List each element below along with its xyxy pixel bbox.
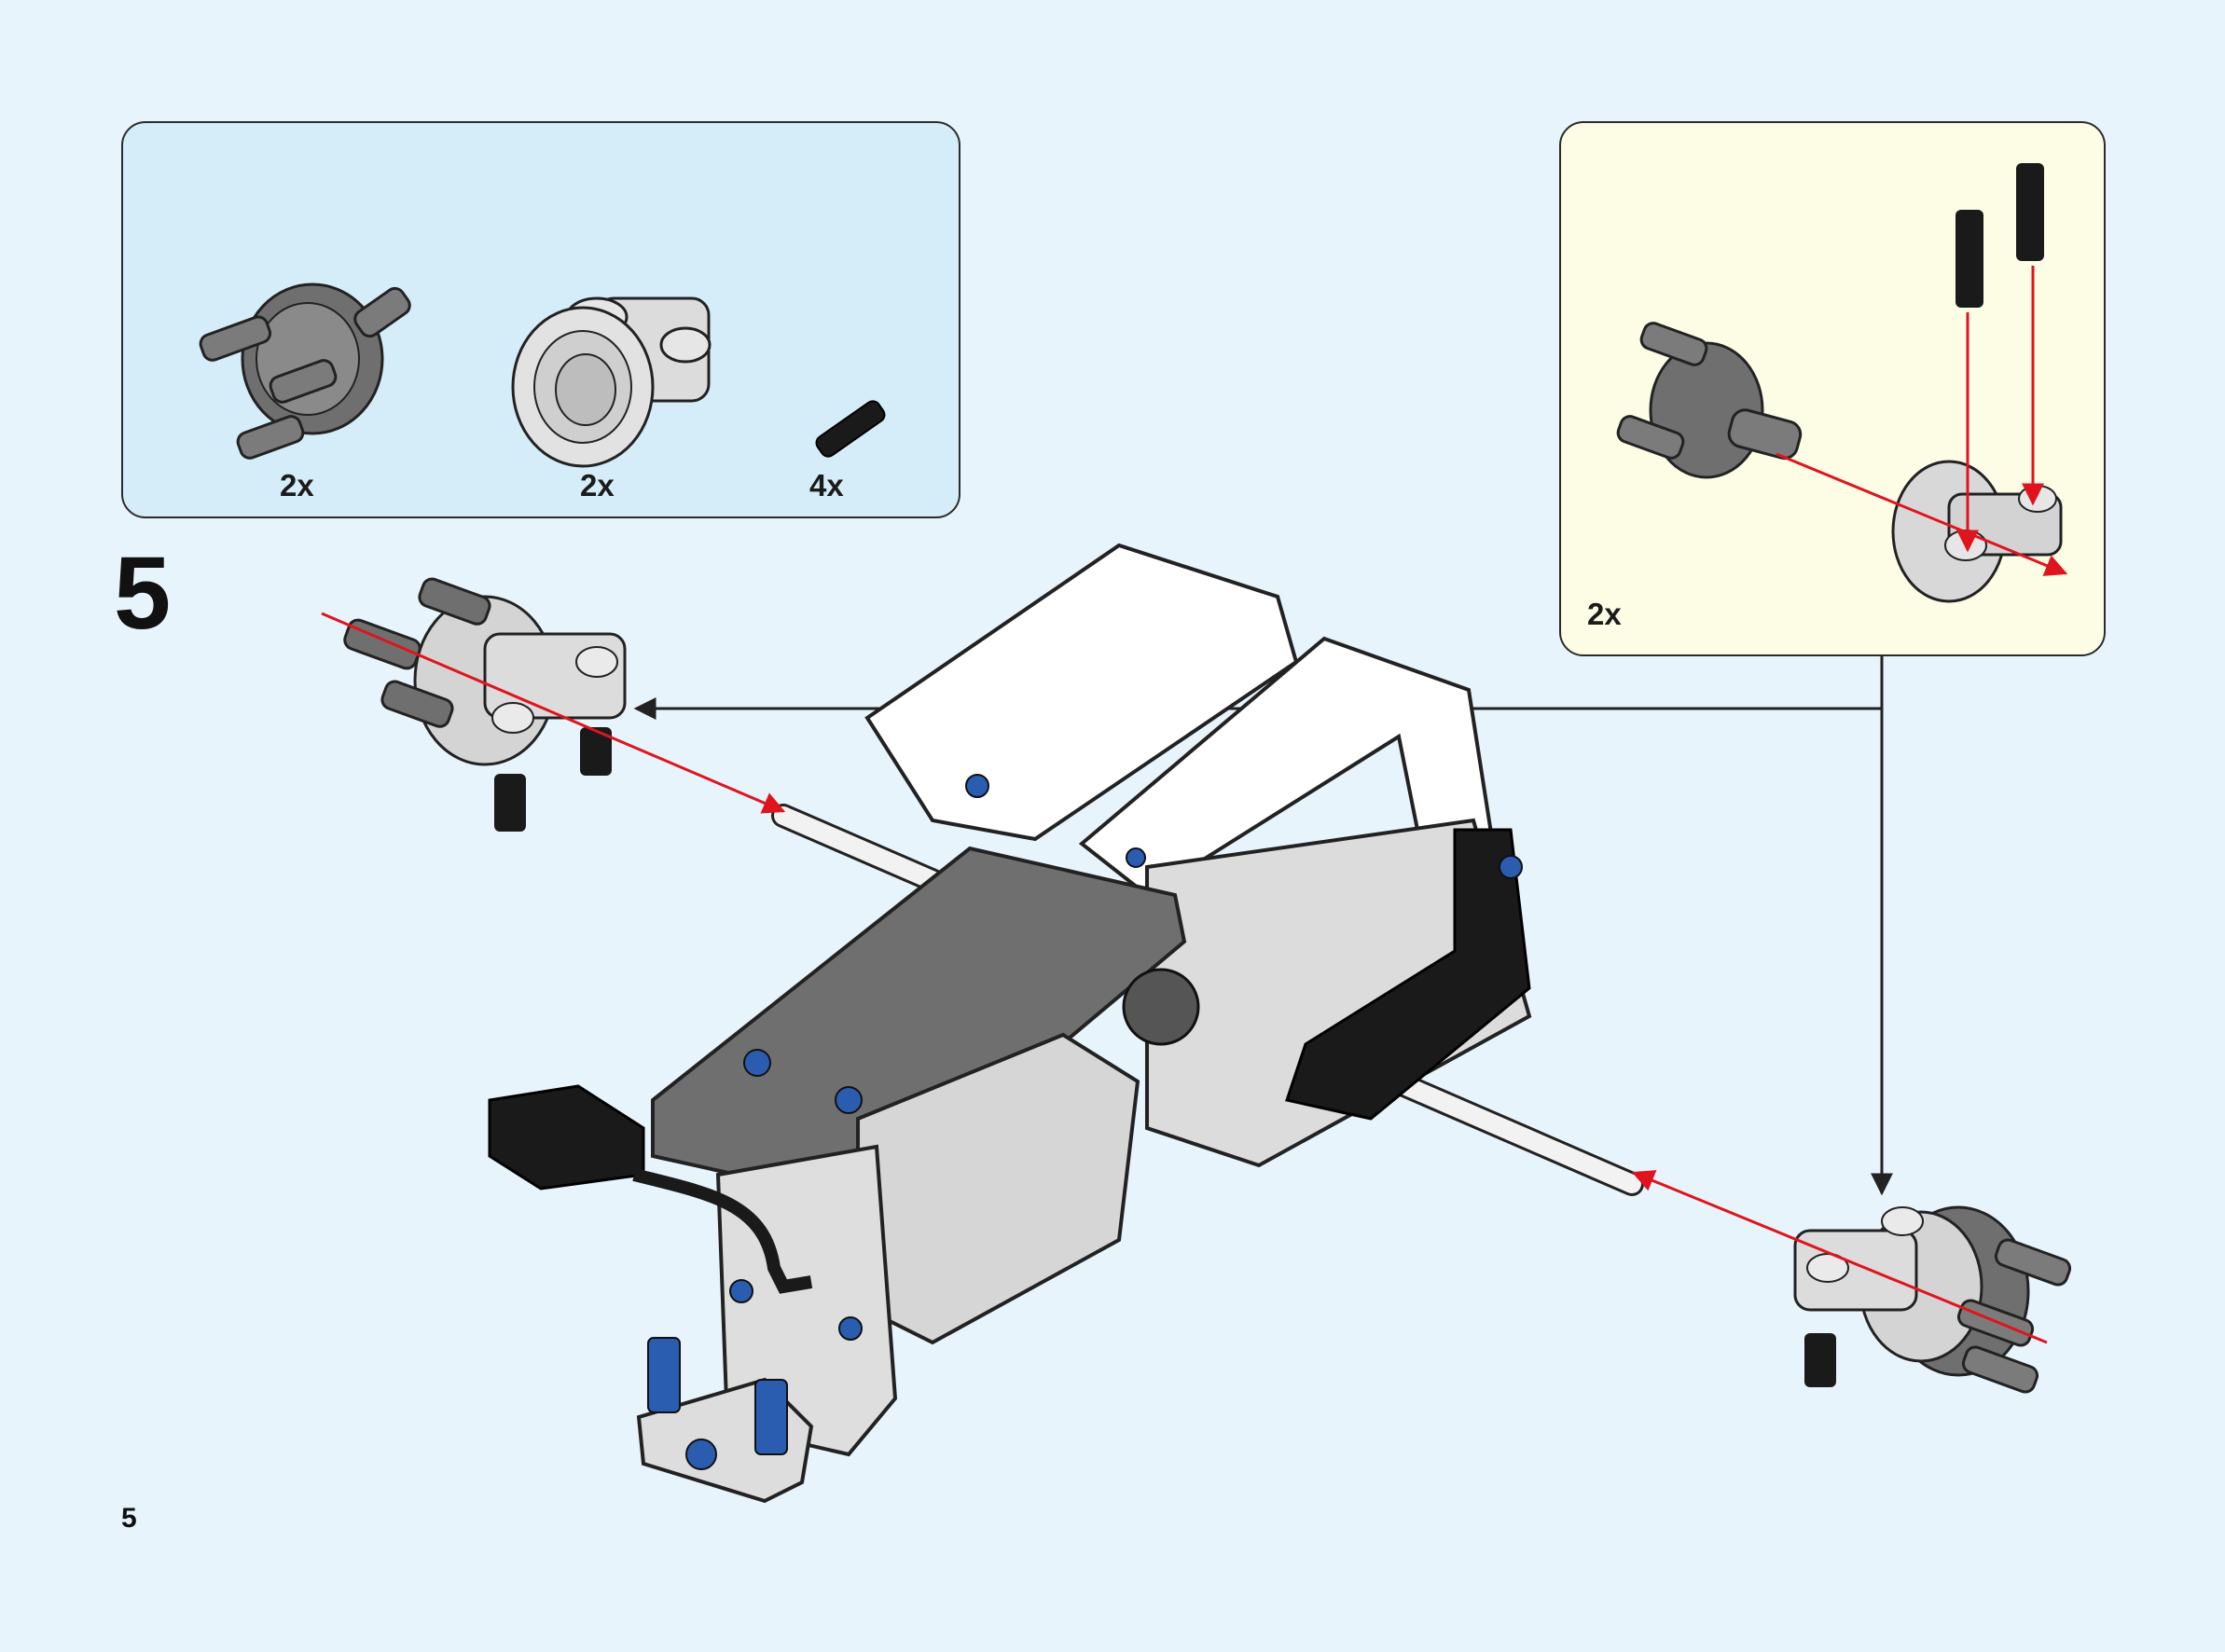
main-model <box>488 543 1644 1504</box>
quantity-wheel-hub-housing: 2x <box>580 468 615 502</box>
page-number: 5 <box>121 1503 137 1534</box>
sub-assembly-arrows-overlay <box>1776 266 2068 576</box>
sub-assembly-panel <box>1559 121 2106 656</box>
quantity-black-pin: 4x <box>809 468 844 502</box>
right-hub-assembly <box>1631 1170 2072 1394</box>
sub-assembly-quantity: 2x <box>1587 597 1622 631</box>
step-number: 5 <box>114 536 172 651</box>
sub-hub-housing-overlay <box>1891 460 2063 603</box>
sub-black-pins-overlay <box>1956 163 2044 308</box>
sub-hub-with-pins-overlay <box>1616 322 1803 479</box>
part-hub-with-pins-overlay <box>199 282 411 460</box>
quantity-hub-with-pins: 2x <box>280 468 314 502</box>
left-hub-assembly <box>321 577 786 832</box>
part-wheel-hub-housing-overlay <box>511 296 712 468</box>
part-black-pin-overlay <box>815 400 886 458</box>
